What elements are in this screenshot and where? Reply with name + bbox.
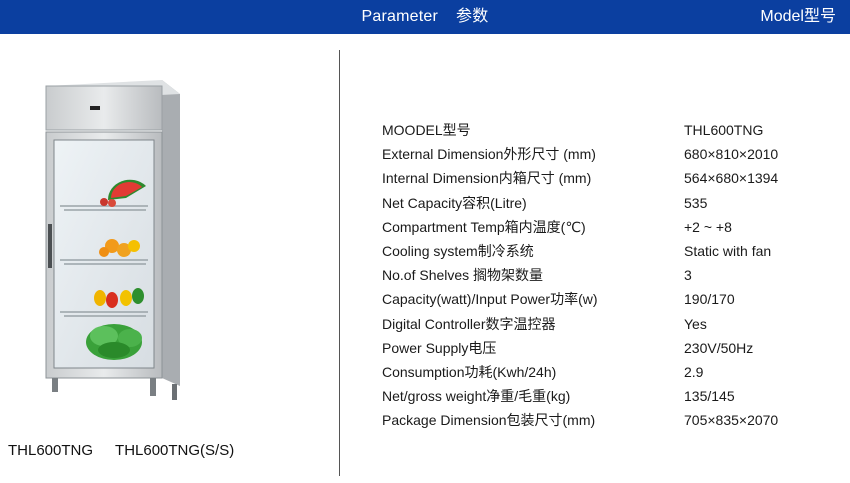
- spec-row: Capacity(watt)/Input Power功率(w) 190/170: [382, 287, 842, 311]
- spec-value: +2 ~ +8: [684, 218, 732, 235]
- spec-value: THL600TNG: [684, 122, 764, 138]
- spec-label: Digital Controller数字温控器: [382, 315, 556, 332]
- spec-row: Consumption功耗(Kwh/24h) 2.9: [382, 360, 842, 384]
- spec-value: 135/145: [684, 388, 735, 405]
- product-caption: THL600TNG THL600TNG(S/S): [8, 442, 234, 459]
- spec-value: 230V/50Hz: [684, 339, 754, 356]
- spec-value: 564×680×1394: [684, 170, 779, 187]
- caption-model-a: THL600TNG: [8, 442, 94, 459]
- control-panel: [45, 85, 163, 131]
- spec-value: 535: [684, 194, 708, 211]
- header-title-zh: 参数: [456, 8, 489, 25]
- spec-label: Cooling system制冷系统: [382, 242, 534, 259]
- shelves: [60, 205, 148, 317]
- foot: [172, 384, 177, 400]
- spec-row: Package Dimension包装尺寸(mm) 705×835×2070: [382, 408, 842, 432]
- spec-label: MOODEL型号: [382, 122, 471, 138]
- spec-row: MOODEL型号 THL600TNG: [382, 118, 842, 142]
- spec-label: Capacity(watt)/Input Power功率(w): [382, 291, 598, 308]
- lettuce-icon: [86, 324, 142, 360]
- spec-row: No.of Shelves 搁物架数量 3: [382, 263, 842, 287]
- oranges-icon: [99, 239, 140, 257]
- spec-value: 190/170: [684, 291, 735, 308]
- spec-row: Digital Controller数字温控器 Yes: [382, 312, 842, 336]
- caption-model-b: THL600TNG(S/S): [115, 442, 235, 459]
- header-title: Parameter 参数: [0, 0, 850, 34]
- spec-value: 3: [684, 267, 692, 284]
- door-handle-icon: [48, 224, 52, 268]
- spec-row: Cooling system制冷系统 Static with fan: [382, 239, 842, 263]
- foot: [150, 378, 156, 396]
- spec-label: No.of Shelves 搁物架数量: [382, 267, 544, 284]
- spec-label: Net Capacity容积(Litre): [382, 194, 527, 211]
- spec-label: Compartment Temp箱内温度(℃): [382, 218, 586, 235]
- spec-value: Yes: [684, 315, 707, 332]
- refrigerator-illustration: [45, 80, 180, 400]
- spec-value: 705×835×2070: [684, 412, 779, 429]
- foot: [52, 378, 58, 392]
- watermelon-icon: [100, 179, 146, 207]
- spec-row: Net Capacity容积(Litre) 535: [382, 191, 842, 215]
- spec-row: Internal Dimension内箱尺寸 (mm) 564×680×1394: [382, 166, 842, 190]
- digital-display-icon: [90, 106, 100, 110]
- spec-label: Package Dimension包装尺寸(mm): [382, 412, 596, 429]
- header-bar: Parameter 参数 Model型号: [0, 0, 850, 34]
- spec-label: Consumption功耗(Kwh/24h): [382, 363, 557, 380]
- spec-row: Power Supply电压 230V/50Hz: [382, 336, 842, 360]
- spec-value: Static with fan: [684, 242, 772, 259]
- cabinet-side: [162, 80, 180, 386]
- product-image: [34, 74, 190, 415]
- spec-label: Net/gross weight净重/毛重(kg): [382, 388, 571, 405]
- spec-row: Compartment Temp箱内温度(℃) +2 ~ +8: [382, 215, 842, 239]
- header-model-label: Model型号: [760, 8, 836, 25]
- spec-label: Internal Dimension内箱尺寸 (mm): [382, 170, 592, 187]
- spec-value: 680×810×2010: [684, 146, 779, 163]
- spec-label: Power Supply电压: [382, 339, 497, 356]
- spec-table: MOODEL型号 THL600TNG External Dimension外形尺寸…: [382, 118, 842, 432]
- vertical-divider: [339, 50, 340, 476]
- header-title-en: Parameter: [361, 8, 439, 25]
- spec-row: Net/gross weight净重/毛重(kg) 135/145: [382, 384, 842, 408]
- spec-value: 2.9: [684, 363, 704, 380]
- peppers-icon: [94, 288, 144, 308]
- spec-label: External Dimension外形尺寸 (mm): [382, 146, 596, 163]
- spec-row: External Dimension外形尺寸 (mm) 680×810×2010: [382, 142, 842, 166]
